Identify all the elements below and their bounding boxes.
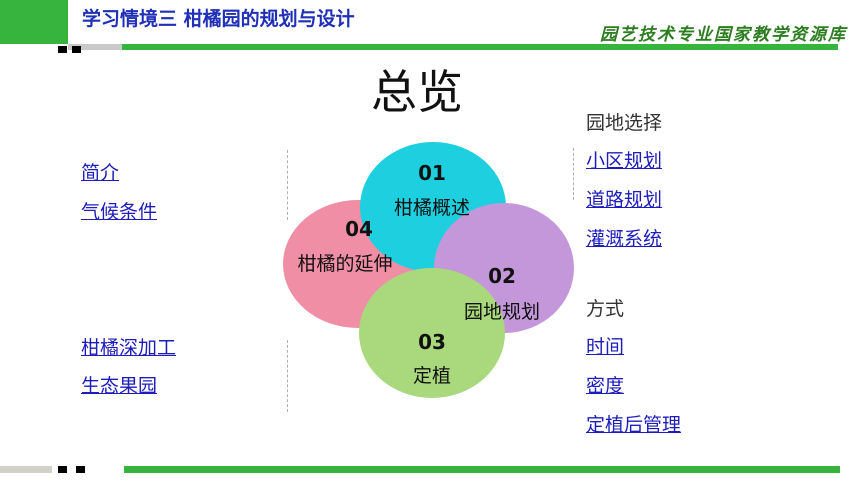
- divider-left-top: [287, 150, 288, 220]
- link-irrigation[interactable]: 灌溉系统: [586, 228, 663, 250]
- link-road-planning[interactable]: 道路规划: [586, 189, 663, 211]
- header-accent-bar: [122, 44, 838, 50]
- petal-03-label: 定植: [413, 365, 451, 387]
- link-processing[interactable]: 柑橘深加工: [81, 337, 177, 359]
- header-banner: 园艺技术专业国家教学资源库: [600, 25, 847, 45]
- petal-01-number: 01: [418, 161, 446, 185]
- footer-accent-bar: [124, 466, 840, 473]
- petal-02-label: 园地规划: [464, 301, 540, 323]
- petal-02-number: 02: [488, 264, 516, 288]
- header-dot: [58, 46, 67, 53]
- petal-04-number: 04: [345, 217, 373, 241]
- link-time[interactable]: 时间: [586, 336, 625, 358]
- petal-03-number: 03: [418, 330, 446, 354]
- petal-04-label: 柑橘的延伸: [297, 253, 392, 275]
- text-site-selection: 园地选择: [586, 112, 663, 134]
- footer-dot: [76, 466, 85, 473]
- link-density[interactable]: 密度: [586, 375, 625, 397]
- header-dot: [72, 46, 81, 53]
- link-climate[interactable]: 气候条件: [81, 201, 158, 223]
- link-post-planting[interactable]: 定植后管理: [586, 414, 682, 436]
- petal-01-label: 柑橘概述: [394, 197, 470, 219]
- header-logo-block: [0, 0, 68, 44]
- link-intro[interactable]: 简介: [81, 162, 120, 184]
- petal-03-shape[interactable]: [359, 268, 505, 398]
- divider-right-top: [573, 148, 574, 200]
- link-block-planning[interactable]: 小区规划: [586, 150, 663, 172]
- footer-dot: [58, 466, 67, 473]
- divider-left-bottom: [287, 340, 288, 412]
- footer-divider: [0, 466, 52, 473]
- text-method: 方式: [586, 298, 625, 320]
- header-title: 学习情境三 柑橘园的规划与设计: [82, 8, 355, 30]
- page-title: 总览: [371, 65, 463, 119]
- link-eco-orchard[interactable]: 生态果园: [81, 375, 158, 397]
